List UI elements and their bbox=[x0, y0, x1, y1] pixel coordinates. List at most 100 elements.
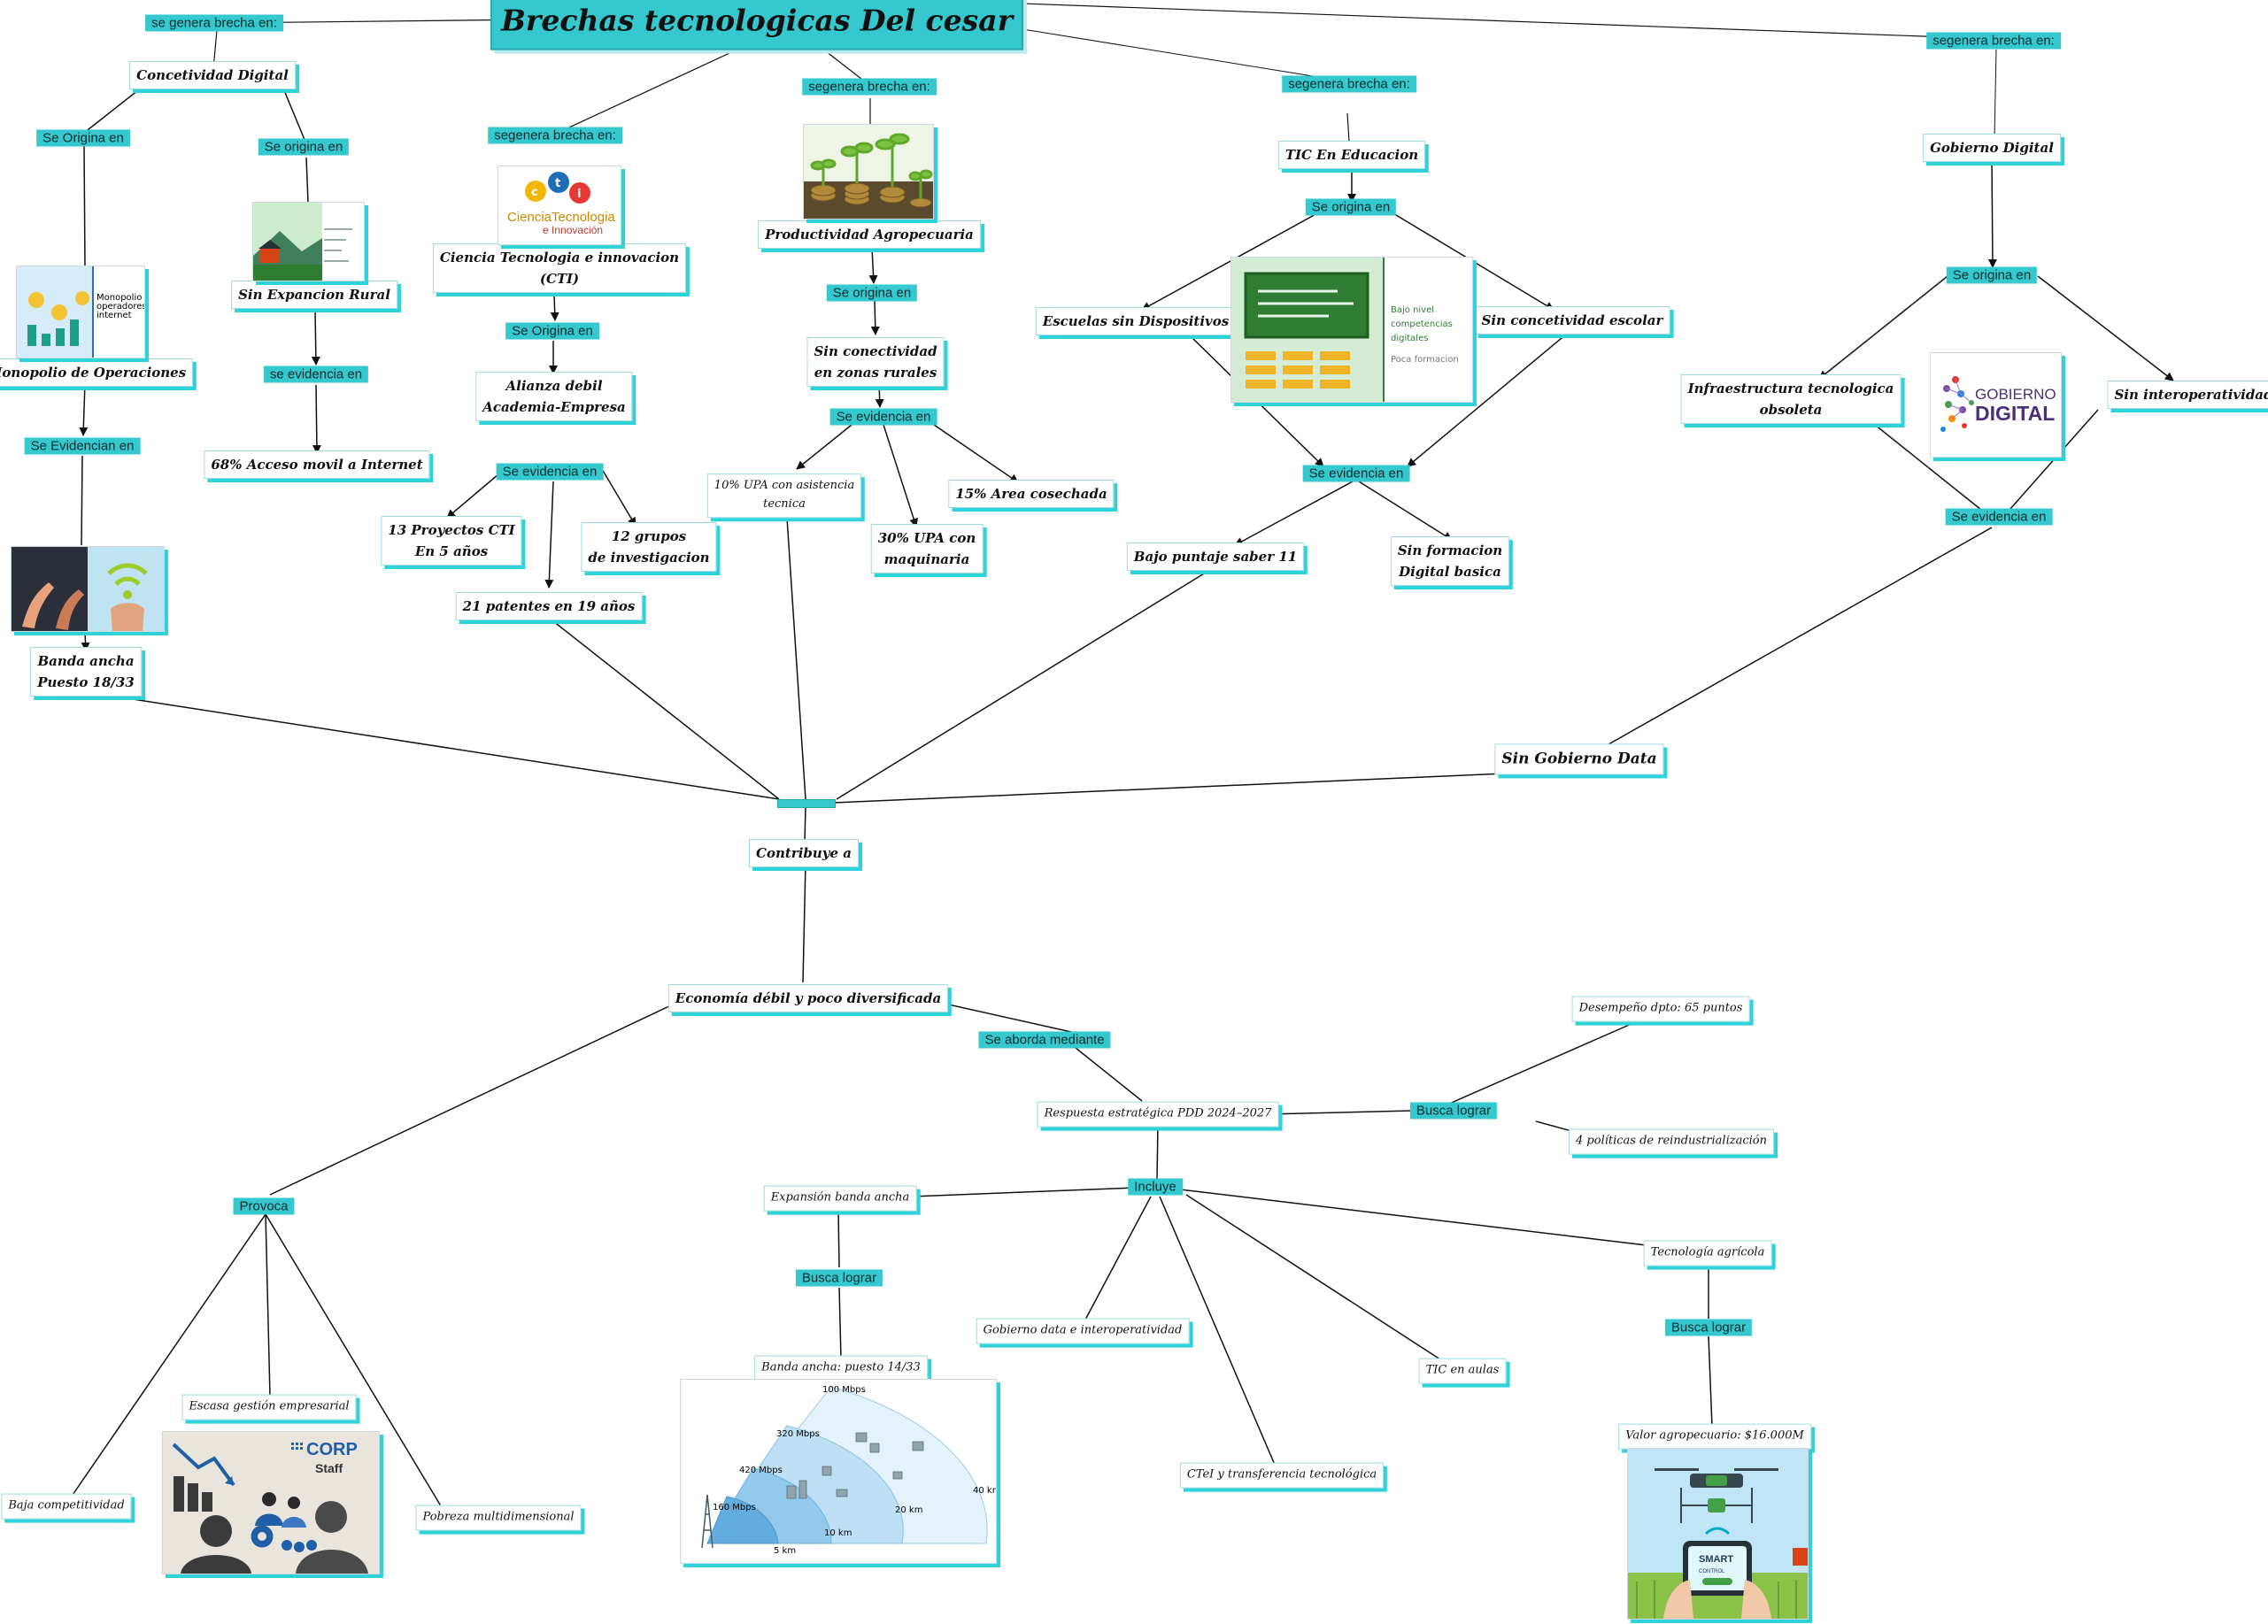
node-contribuye: Contribuye a bbox=[749, 839, 859, 867]
node-escasa-gestion: Escasa gestión empresarial bbox=[181, 1394, 357, 1420]
node-upa-maquinaria: 30% UPA con maquinaria bbox=[870, 524, 984, 573]
node-economia: Economía débil y poco diversificada bbox=[667, 984, 949, 1012]
cti-logo-line2: e Innovación bbox=[543, 224, 603, 236]
gobierno-digital-logo: GOBIERNO DIGITAL bbox=[1930, 352, 2062, 458]
tic-slide-line3: digitales bbox=[1391, 334, 1428, 343]
gobierno-logo-line1: GOBIERNO bbox=[1975, 386, 2056, 403]
smart-control-line2: CONTROL bbox=[1699, 1569, 1725, 1574]
link-se-evidencia-gobierno: Se evidencia en bbox=[1945, 508, 2053, 526]
map-title: Brechas tecnologicas Del cesar bbox=[490, 0, 1023, 50]
monopolio-slide-line2: operadores bbox=[96, 302, 144, 312]
node-escuelas: Escuelas sin Dispositivos bbox=[1035, 307, 1237, 335]
node-tecnologia-agricola: Tecnología agrícola bbox=[1643, 1240, 1772, 1266]
node-sin-conectividad-rural: Sin conectividad en zonas rurales bbox=[806, 337, 945, 387]
link-se-origina-tic: Se origina en bbox=[1305, 198, 1397, 216]
link-se-evidencia-rural: se evidencia en bbox=[263, 366, 369, 383]
broadband-label-160: 160 Mbps bbox=[713, 1503, 756, 1512]
node-desempeno: Desempeño dpto: 65 puntos bbox=[1571, 996, 1750, 1022]
node-baja-competitividad: Baja competitividad bbox=[1, 1493, 132, 1520]
tic-slide-line1: Bajo nivel bbox=[1391, 305, 1434, 315]
node-sin-expancion-rural: Sin Expancion Rural bbox=[231, 281, 397, 309]
broadband-label-100: 100 Mbps bbox=[822, 1385, 866, 1395]
link-se-origina-agro: Se origina en bbox=[826, 284, 918, 302]
broadband-distance-5: 5 km bbox=[774, 1546, 796, 1556]
link-se-evidencia-cti: Se evidencia en bbox=[496, 463, 604, 481]
node-tic-aulas: TIC en aulas bbox=[1418, 1358, 1507, 1384]
cti-logo-letter-i: i bbox=[577, 188, 581, 201]
monopolio-slide-line1: Monopolio bbox=[96, 293, 142, 303]
node-valor-agro: Valor agropecuario: $16.000M bbox=[1618, 1423, 1811, 1450]
tic-slide-line2: competencias bbox=[1391, 319, 1453, 329]
node-area-cosechada: 15% Area cosechada bbox=[948, 480, 1115, 508]
broadband-label-420: 420 Mbps bbox=[739, 1466, 783, 1475]
agro-plants-illustration bbox=[803, 124, 934, 219]
monopolio-illustration: Monopolio operadores internet bbox=[16, 266, 145, 358]
smart-control-line1: SMART bbox=[1699, 1554, 1733, 1565]
broadband-distance-10: 10 km bbox=[824, 1528, 852, 1538]
node-banda-ancha: Banda ancha Puesto 18/33 bbox=[30, 647, 142, 697]
link-segenera-brecha-agro: segenera brecha en: bbox=[802, 78, 937, 96]
cti-logo-line1: CienciaTecnologia bbox=[507, 210, 615, 225]
node-grupos: 12 grupos de investigacion bbox=[581, 522, 717, 572]
node-expansion: Expansión banda ancha bbox=[763, 1185, 917, 1212]
broadband-label-320: 320 Mbps bbox=[776, 1429, 820, 1439]
corp-staff-illustration: CORP Staff bbox=[162, 1431, 380, 1574]
link-busca-lograr-agricola: Busca lograr bbox=[1664, 1319, 1753, 1336]
link-segenera-brecha-cti: segenera brecha en: bbox=[488, 127, 622, 144]
link-busca-lograr-respuesta: Busca lograr bbox=[1409, 1102, 1498, 1120]
node-alianza: Alianza debil Academia-Empresa bbox=[475, 372, 633, 421]
link-se-genera-brecha: se genera brecha en: bbox=[145, 14, 283, 32]
cti-logo-letter-t: t bbox=[555, 177, 560, 190]
rural-expansion-illustration bbox=[252, 202, 365, 281]
node-sin-gobierno-data: Sin Gobierno Data bbox=[1494, 743, 1664, 775]
connectivity-hands-illustration bbox=[11, 546, 165, 632]
node-bajo-puntaje: Bajo puntaje saber 11 bbox=[1126, 543, 1305, 571]
link-se-evidencia-tic: Se evidencia en bbox=[1302, 465, 1410, 482]
node-monopolio: Monopolio de Operaciones bbox=[0, 358, 194, 387]
node-gobierno-digital: Gobierno Digital bbox=[1923, 134, 2061, 162]
node-sin-interoperatividad: Sin interoperatividad bbox=[2107, 381, 2268, 409]
node-sin-conectividad-escolar: Sin concetividad escolar bbox=[1474, 306, 1670, 335]
node-ctei: CTeI y transferencia tecnológica bbox=[1179, 1462, 1385, 1489]
broadband-distance-40: 40 km bbox=[973, 1486, 996, 1496]
link-se-origina-gobierno: Se origina en bbox=[1946, 266, 2038, 284]
node-infraestructura: Infraestructura tecnologica obsoleta bbox=[1680, 374, 1902, 424]
link-incluye: Incluye bbox=[1128, 1178, 1183, 1196]
node-productividad: Productividad Agropecuaria bbox=[758, 220, 981, 249]
node-pobreza: Pobreza multidimensional bbox=[415, 1505, 582, 1531]
link-se-origina-monopolio: Se Origina en bbox=[36, 129, 130, 147]
node-respuesta: Respuesta estratégica PDD 2024–2027 bbox=[1037, 1101, 1279, 1128]
cti-logo-letter-c: c bbox=[531, 186, 538, 199]
node-acceso-movil: 68% Acceso movil a Internet bbox=[204, 450, 430, 479]
link-segenera-brecha-tic: segenera brecha en: bbox=[1282, 75, 1416, 93]
gobierno-logo-line2: DIGITAL bbox=[1975, 402, 2055, 425]
link-se-aborda-mediante: Se aborda mediante bbox=[978, 1031, 1111, 1049]
node-conectividad-digital: Concetividad Digital bbox=[129, 61, 296, 89]
tic-slide-line4: Poca formacion bbox=[1391, 355, 1459, 365]
node-tic-educacion: TIC En Educacion bbox=[1277, 141, 1426, 169]
node-banda-ancha-puesto: Banda ancha: puesto 14/33 bbox=[754, 1355, 928, 1382]
node-gobierno-data-inter: Gobierno data e interoperatividad bbox=[976, 1318, 1190, 1344]
broadband-distance-20: 20 km bbox=[895, 1505, 922, 1515]
cti-logo: c t i CienciaTecnologia e Innovación bbox=[498, 165, 621, 245]
monopolio-slide-line3: internet bbox=[96, 311, 132, 320]
link-se-evidencia-agro: Se evidencia en bbox=[829, 408, 937, 426]
smart-farming-illustration: SMART CONTROL bbox=[1627, 1448, 1809, 1620]
node-patentes: 21 patentes en 19 años bbox=[455, 592, 643, 620]
link-se-origina-cti: Se Origina en bbox=[505, 322, 599, 340]
merge-junction bbox=[777, 799, 836, 808]
broadband-coverage-illustration: 160 Mbps 420 Mbps 320 Mbps 100 Mbps 5 km… bbox=[680, 1379, 997, 1564]
node-proyectos-cti: 13 Proyectos CTI En 5 años bbox=[381, 516, 522, 566]
node-upa-asistencia: 10% UPA con asistencia tecnica bbox=[706, 473, 862, 518]
link-segenera-brecha-gobierno: segenera brecha en: bbox=[1926, 32, 2061, 50]
node-sin-formacion: Sin formacion Digital basica bbox=[1390, 536, 1510, 586]
node-cti: Ciencia Tecnologia e innovacion (CTI) bbox=[432, 243, 687, 293]
corp-staff-line2: Staff bbox=[315, 1461, 343, 1475]
link-busca-lograr-expansion: Busca lograr bbox=[795, 1269, 883, 1287]
tic-competencias-slide: Bajo nivel competencias digitales Poca f… bbox=[1230, 257, 1473, 403]
node-politicas: 4 políticas de reindustrialización bbox=[1569, 1128, 1774, 1155]
link-se-origina-rural: Se origina en bbox=[258, 138, 350, 156]
link-provoca: Provoca bbox=[233, 1197, 295, 1215]
